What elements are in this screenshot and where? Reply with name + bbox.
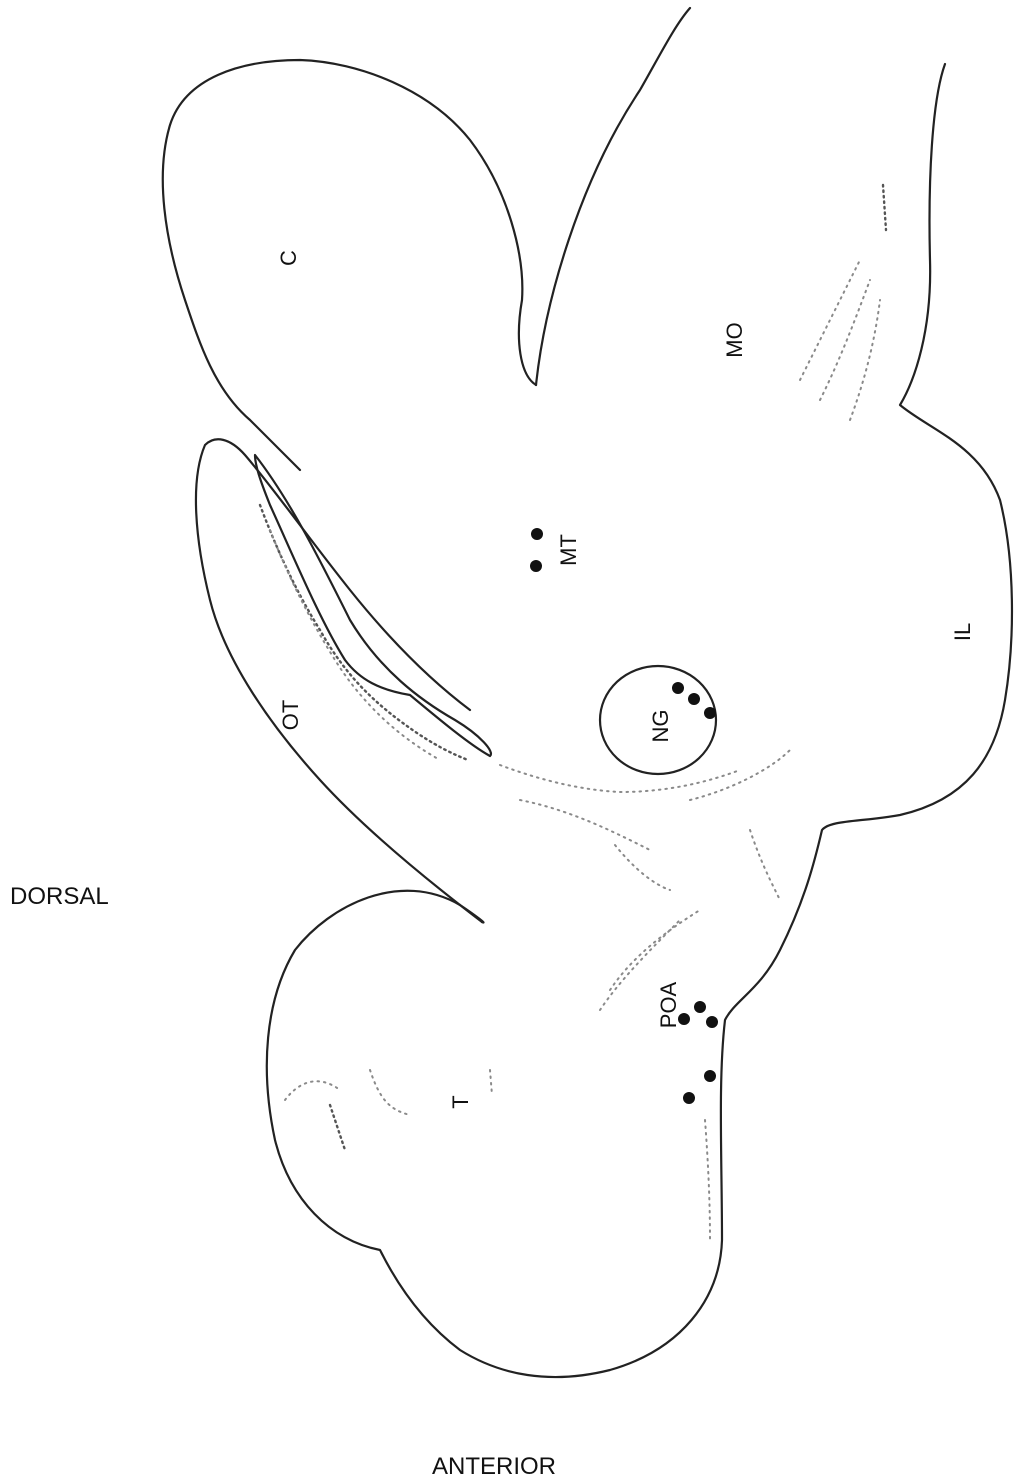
ng-markers [672,682,716,719]
poa-markers [678,1001,718,1104]
mo-tract-1 [800,260,860,380]
mid-tract-1 [615,845,670,890]
marker-dot [688,693,700,705]
label-il: IL [950,623,975,641]
label-ot: OT [278,700,303,731]
marker-dot [683,1092,695,1104]
ventral-tract-1 [690,750,790,800]
brain-main-outline [267,8,1012,1377]
mid-tract-2 [750,830,780,900]
ventral-edge-stipple [705,1120,710,1240]
marker-dot [672,682,684,694]
dorsal-edge-outline [196,439,482,922]
mo-tract-3 [850,300,880,420]
cerebellum-outline [163,60,536,470]
marker-dot [704,707,716,719]
telencephalon-tract-3 [370,1070,410,1115]
marker-dot [704,1070,716,1082]
orientation-anterior: ANTERIOR [432,1453,556,1480]
marker-dot [531,528,543,540]
mo-tract-4 [883,185,886,230]
marker-dot [706,1016,718,1028]
label-t: T [448,1095,473,1108]
marker-dot [678,1013,690,1025]
telencephalon-tract-4 [490,1070,492,1095]
marker-dot [530,560,542,572]
label-mt: MT [556,534,581,566]
telencephalon-tract-2 [330,1105,345,1150]
orientation-dorsal: DORSAL [10,883,109,910]
ng-arc-tract [500,765,740,792]
label-mo: MO [722,322,747,357]
label-c: C [276,250,301,266]
telencephalon-tract-1 [285,1081,340,1100]
marker-dot [694,1001,706,1013]
label-ng: NG [648,710,673,743]
mt-markers [530,528,543,572]
label-poa: POA [656,981,681,1028]
ng-lower-tract [520,800,650,850]
